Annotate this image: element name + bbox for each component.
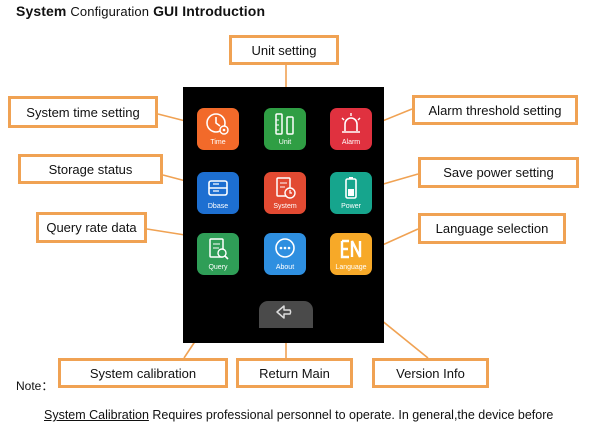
query-document-icon (205, 235, 231, 263)
language-en-icon (338, 235, 364, 263)
callout-system-time-setting: System time setting (8, 96, 158, 128)
alarm-app[interactable]: Alarm (330, 108, 372, 150)
page-title: System Configuration GUI Introduction (16, 3, 266, 19)
time-app[interactable]: Time (197, 108, 239, 150)
callout-unit-setting: Unit setting (229, 35, 339, 65)
unit-app-label: Unit (278, 139, 292, 146)
alarm-icon (338, 110, 364, 138)
note-label: Note： (16, 379, 54, 393)
time-app-label: Time (210, 139, 226, 146)
callout-storage-status: Storage status (18, 154, 163, 184)
system-calibration-link: System Calibration (44, 408, 149, 422)
description-body: Requires professional personnel to opera… (148, 408, 554, 422)
alarm-app-label: Alarm (341, 139, 361, 146)
about-chat-icon (272, 235, 298, 263)
query-app[interactable]: Query (197, 233, 239, 275)
back-arrow-icon (275, 304, 297, 325)
power-app-label: Power (341, 203, 361, 210)
system-app[interactable]: System (264, 172, 306, 214)
unit-app[interactable]: Unit (264, 108, 306, 150)
callout-alarm-threshold-setting: Alarm threshold setting (412, 95, 578, 125)
database-icon (205, 174, 231, 202)
device-screen: Time Unit Alarm Dbase System Power (183, 87, 384, 343)
callout-save-power-setting: Save power setting (418, 157, 579, 188)
about-app-label: About (275, 264, 295, 271)
system-clock-icon (272, 174, 298, 202)
about-app[interactable]: About (264, 233, 306, 275)
return-main-button[interactable] (259, 301, 313, 328)
unit-tubes-icon (272, 110, 298, 138)
dbase-app-label: Dbase (207, 203, 229, 210)
callout-version-info: Version Info (372, 358, 489, 388)
power-app[interactable]: Power (330, 172, 372, 214)
callout-language-selection: Language selection (418, 213, 566, 244)
description-text: System Calibration Requires professional… (44, 408, 553, 422)
language-app-label: Language (335, 264, 367, 271)
callout-system-calibration: System calibration (58, 358, 228, 388)
dbase-app[interactable]: Dbase (197, 172, 239, 214)
battery-icon (338, 174, 364, 202)
language-app[interactable]: Language (330, 233, 372, 275)
clock-gear-icon (205, 110, 231, 138)
callout-return-main: Return Main (236, 358, 353, 388)
query-app-label: Query (208, 264, 228, 271)
callout-query-rate-data: Query rate data (36, 212, 147, 243)
system-app-label: System (273, 203, 297, 210)
